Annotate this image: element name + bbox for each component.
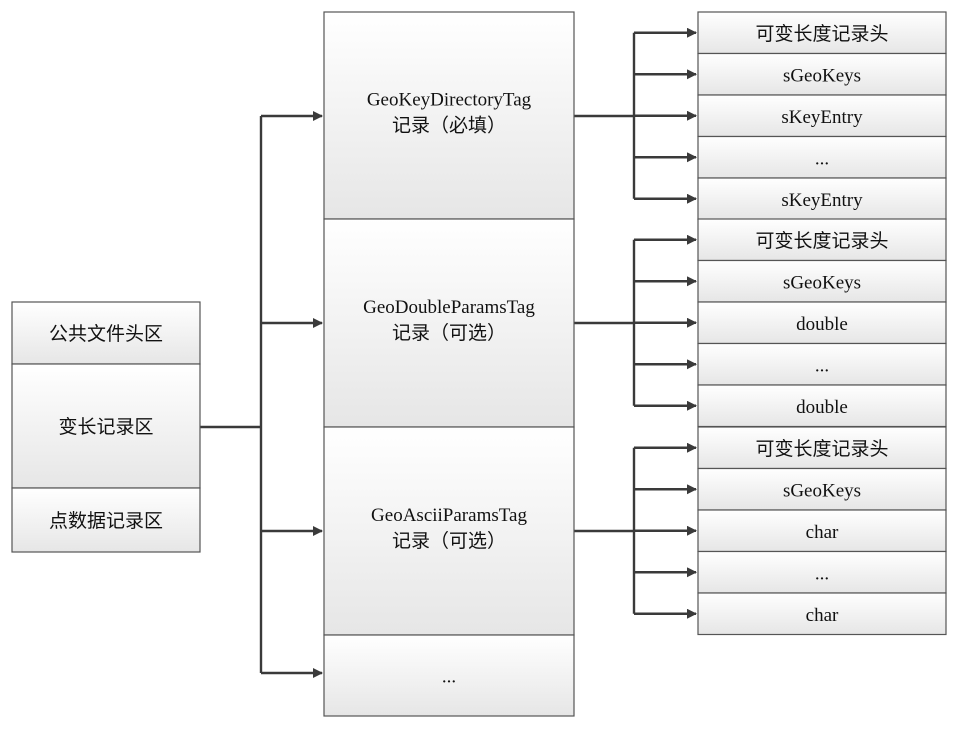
vlr-record-label-3-2: 记录（可选） <box>392 530 506 552</box>
field-box-3-1 <box>697 426 947 470</box>
vlr-record-box-1 <box>323 11 575 220</box>
field-label-1-2: sGeoKeys <box>783 65 861 86</box>
field-box-3-4 <box>697 550 947 594</box>
field-box-1-1 <box>697 11 947 55</box>
vlr-record-label-1-1: GeoKeyDirectoryTag <box>367 90 532 111</box>
field-label-3-4: ... <box>815 563 829 584</box>
vlr-record-label-3-1: GeoAsciiParamsTag <box>371 505 527 526</box>
field-box-2-1 <box>697 218 947 262</box>
field-label-1-5: sKeyEntry <box>781 190 863 211</box>
vlr-record-label-1-2: 记录（必填） <box>392 115 506 137</box>
field-label-3-3: char <box>806 522 839 543</box>
vlr-record-box-2 <box>323 218 575 428</box>
vlr-record-label-2-1: GeoDoubleParamsTag <box>363 297 535 318</box>
field-label-1-1: 可变长度记录头 <box>755 23 888 45</box>
field-label-2-1: 可变长度记录头 <box>755 230 888 252</box>
vlr-record-box-3 <box>323 426 575 636</box>
field-box-3-5 <box>697 592 947 636</box>
field-label-1-3: sKeyEntry <box>781 107 863 128</box>
file-section-label-3: 点数据记录区 <box>49 510 163 532</box>
field-label-2-2: sGeoKeys <box>783 272 861 293</box>
vlr-record-box-4 <box>323 634 575 717</box>
field-label-3-1: 可变长度记录头 <box>755 438 888 460</box>
field-box-1-2 <box>697 52 947 96</box>
file-section-label-1: 公共文件头区 <box>49 323 163 345</box>
vlr-record-label-2-2: 记录（可选） <box>392 322 506 344</box>
field-label-2-4: ... <box>815 355 829 376</box>
field-label-3-5: char <box>806 605 839 626</box>
file-section-box-2 <box>11 363 201 489</box>
field-box-3-3 <box>697 509 947 553</box>
field-box-1-5 <box>697 177 947 221</box>
file-section-box-1 <box>11 301 201 365</box>
field-label-1-4: ... <box>815 148 829 169</box>
field-box-3-2 <box>697 467 947 511</box>
file-section-label-2: 变长记录区 <box>58 416 153 438</box>
field-box-2-4 <box>697 342 947 386</box>
field-label-2-5: double <box>796 397 848 418</box>
file-section-box-3 <box>11 487 201 553</box>
field-label-3-2: sGeoKeys <box>783 480 861 501</box>
vlr-record-label-4-1: ... <box>442 667 456 688</box>
field-label-2-3: double <box>796 314 848 335</box>
connector-layer <box>200 27 697 678</box>
